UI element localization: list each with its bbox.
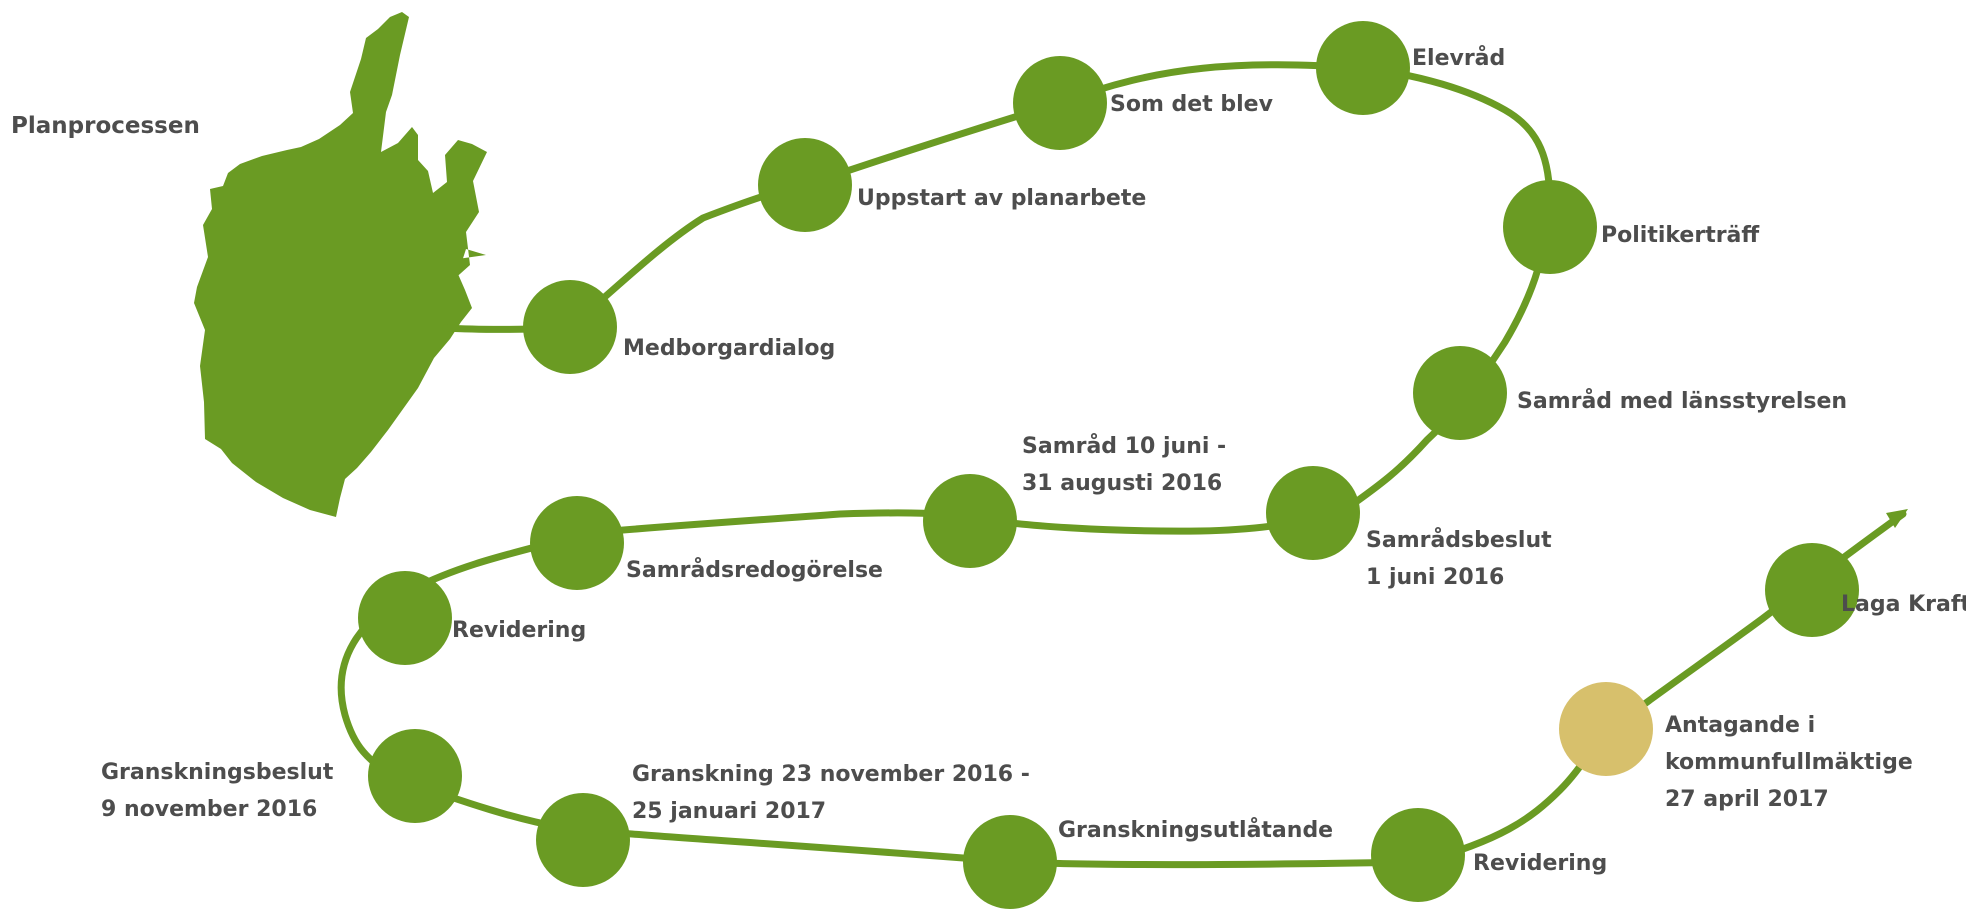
step-node-samradsredogorelse bbox=[530, 496, 624, 590]
step-node-elevrad bbox=[1316, 21, 1410, 115]
step-node-samrad-lansstyrelsen bbox=[1413, 346, 1507, 440]
step-node-revidering-1 bbox=[358, 571, 452, 665]
step-node-som-det-blev bbox=[1013, 56, 1107, 150]
label-uppstart: Uppstart av planarbete bbox=[857, 186, 1147, 211]
label-revidering-1: Revidering bbox=[452, 618, 587, 643]
label-granskningsbeslut: Granskningsbeslut 9 november 2016 bbox=[101, 760, 334, 822]
label-som-det-blev: Som det blev bbox=[1110, 92, 1273, 117]
label-politikertraff: Politikerträff bbox=[1601, 223, 1760, 248]
label-granskningsutlatande: Granskningsutlåtande bbox=[1058, 818, 1334, 843]
arrow-head bbox=[1886, 509, 1908, 528]
step-node-antagande bbox=[1559, 682, 1653, 776]
municipality-map-shape bbox=[194, 12, 487, 517]
step-node-granskningsbeslut bbox=[368, 729, 462, 823]
step-node-granskning bbox=[536, 793, 630, 887]
label-samrad-lansstyrelsen: Samråd med länsstyrelsen bbox=[1517, 389, 1848, 414]
label-revidering-2: Revidering bbox=[1473, 851, 1608, 876]
label-laga-kraft: Laga Kraft bbox=[1841, 592, 1966, 617]
label-samradsredogorelse: Samrådsredogörelse bbox=[626, 558, 883, 583]
label-antagande: Antagande i kommunfullmäktige 27 april 2… bbox=[1665, 713, 1913, 812]
label-samrad: Samråd 10 juni - 31 augusti 2016 bbox=[1022, 434, 1227, 496]
step-node-uppstart bbox=[758, 138, 852, 232]
step-node-politikertraff bbox=[1503, 180, 1597, 274]
step-node-granskningsutlatande bbox=[963, 815, 1057, 909]
label-elevrad: Elevråd bbox=[1412, 46, 1506, 71]
page-title: Planprocessen bbox=[11, 113, 200, 139]
step-node-medborgardialog bbox=[523, 280, 617, 374]
step-node-samrad bbox=[923, 474, 1017, 568]
label-samradsbeslut: Samrådsbeslut 1 juni 2016 bbox=[1366, 528, 1552, 590]
label-granskning: Granskning 23 november 2016 - 25 januari… bbox=[632, 762, 1030, 824]
step-node-samradsbeslut bbox=[1266, 466, 1360, 560]
label-medborgardialog: Medborgardialog bbox=[623, 336, 836, 361]
step-node-revidering-2 bbox=[1371, 808, 1465, 902]
step-node-laga-kraft bbox=[1765, 543, 1859, 637]
